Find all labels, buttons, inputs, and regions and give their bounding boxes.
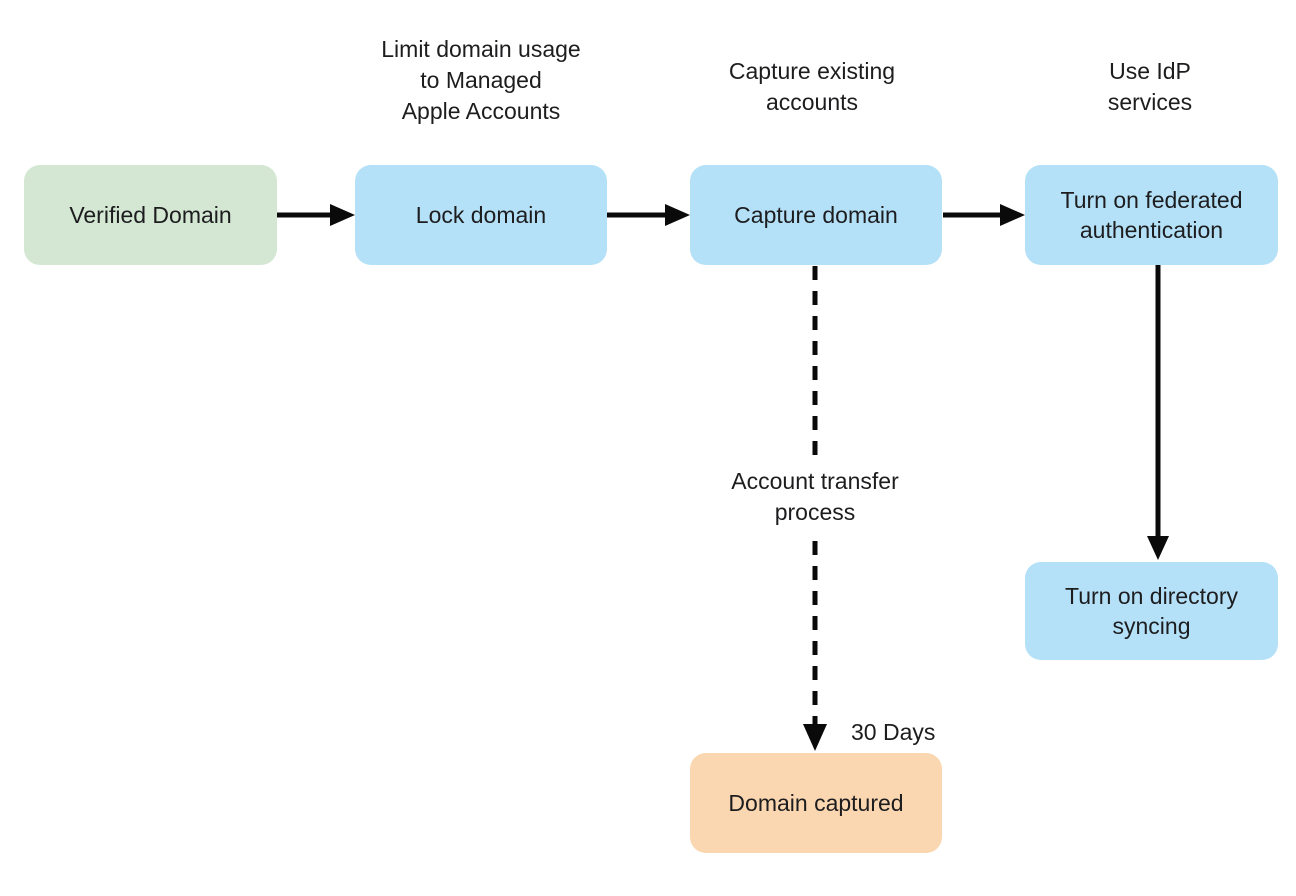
arrow-verified-to-lock	[277, 204, 355, 226]
arrow-federated-to-directory-syncing	[1147, 265, 1169, 560]
arrow-lock-to-capture	[607, 204, 690, 226]
annotation-limit-domain-usage: Limit domain usage to Managed Apple Acco…	[381, 36, 581, 124]
annotation-thirty-days: 30 Days	[851, 719, 936, 745]
node-turn-on-federated-authentication: Turn on federated authentication	[1025, 165, 1278, 265]
node-verified-domain: Verified Domain	[24, 165, 277, 265]
node-domain-captured: Domain captured	[690, 753, 942, 853]
node-lock-domain: Lock domain	[355, 165, 607, 265]
annotation-account-transfer-process: Account transfer process	[685, 462, 945, 532]
node-turn-on-directory-syncing: Turn on directory syncing	[1025, 562, 1278, 660]
annotation-capture-existing-accounts: Capture existing accounts	[728, 58, 896, 115]
annotation-use-idp-services: Use IdP services	[1107, 58, 1193, 115]
arrow-capture-to-federated	[943, 204, 1025, 226]
node-capture-domain: Capture domain	[690, 165, 942, 265]
